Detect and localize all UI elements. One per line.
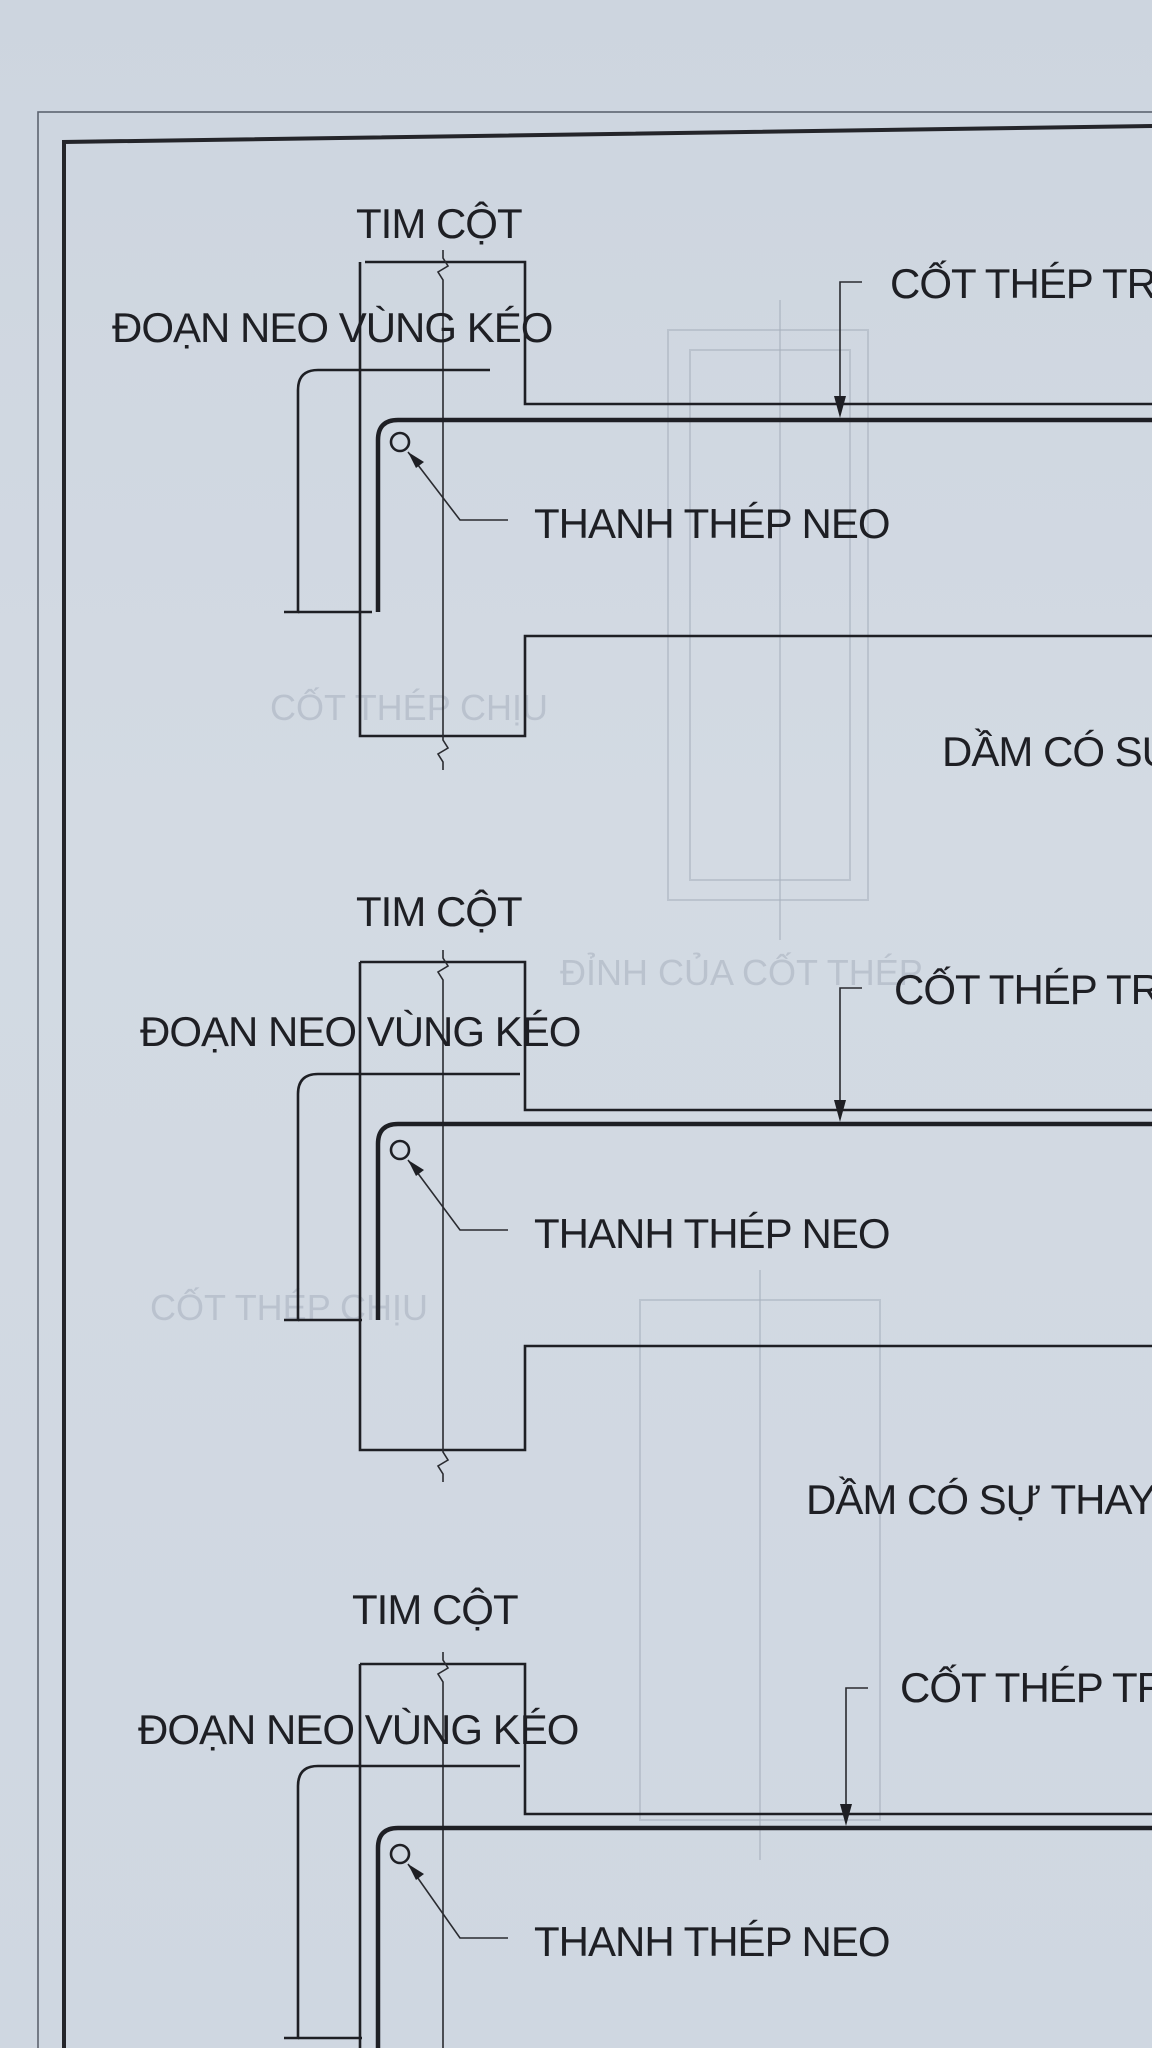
column-outline-bottom xyxy=(358,962,1152,1452)
top-rebar-label: CỐT THÉP TRI xyxy=(900,1663,1152,1711)
svg-text:CỐT THÉP CHỊU: CỐT THÉP CHỊU xyxy=(150,1286,428,1328)
anchor-bar-section xyxy=(389,431,411,453)
anchor-zone-bracket xyxy=(284,368,490,614)
top-rebar-leader xyxy=(845,1687,868,1814)
anchor-bar-leader xyxy=(407,1159,508,1231)
anchor-zone-bracket xyxy=(284,1764,520,2040)
anchor-bar-label: THANH THÉP NEO xyxy=(534,1918,890,1965)
anchor-bar-section xyxy=(389,1139,411,1161)
anchor-bar-arrow xyxy=(408,1160,424,1176)
column-outline xyxy=(360,1662,1152,1816)
anchor-bar-arrow xyxy=(408,452,424,468)
top-rebar-leader xyxy=(839,987,862,1110)
anchor-bar-leader xyxy=(407,451,508,521)
anchorage-detail-3: TIM CỘT ĐOẠN NEO VÙNG KÉO THANH THÉP NEO… xyxy=(138,1586,1152,2048)
page-inner-border xyxy=(62,124,1152,2048)
anchorage-detail-1: TIM CỘT ĐOẠN NEO VÙNG KÉO THANH THÉP NEO… xyxy=(112,200,1152,775)
anchor-bar-arrow xyxy=(408,1864,424,1880)
top-rebar-arrow xyxy=(834,1100,846,1122)
top-rebar-leader xyxy=(839,281,862,404)
column-axis-line xyxy=(436,950,450,1482)
top-rebar-anchored xyxy=(375,1121,1152,1320)
column-axis-line xyxy=(436,1652,450,2048)
column-outline-bottom xyxy=(358,262,1152,738)
anchor-zone-bracket xyxy=(284,1072,520,1322)
column-axis-label: TIM CỘT xyxy=(352,1586,518,1633)
beam-caption: DẦM CÓ SỰ THAY xyxy=(806,1476,1152,1523)
anchorage-detail-2: TIM CỘT ĐOẠN NEO VÙNG KÉO THANH THÉP NEO… xyxy=(140,888,1152,1523)
top-rebar-arrow xyxy=(834,396,846,418)
anchor-bar-label: THANH THÉP NEO xyxy=(534,1210,890,1257)
page-outer-border xyxy=(37,111,1152,2048)
column-axis-label: TIM CỘT xyxy=(356,888,522,935)
column-axis-label: TIM CỘT xyxy=(356,200,522,247)
top-rebar-label: CỐT THÉP TRÊ xyxy=(890,259,1152,307)
top-rebar-anchored xyxy=(375,417,1152,612)
svg-text:CỐT THÉP CHỊU: CỐT THÉP CHỊU xyxy=(270,686,548,728)
column-axis-line xyxy=(436,250,450,770)
anchor-zone-label: ĐOẠN NEO VÙNG KÉO xyxy=(112,304,552,351)
anchor-zone-label: ĐOẠN NEO VÙNG KÉO xyxy=(138,1706,578,1753)
anchor-bar-leader xyxy=(407,1863,508,1939)
top-rebar-arrow xyxy=(840,1804,852,1826)
svg-text:ĐỈNH CỦA CỐT THÉP: ĐỈNH CỦA CỐT THÉP xyxy=(560,951,923,993)
anchor-bar-section xyxy=(389,1843,411,1865)
beam-caption: DẦM CÓ SỰ xyxy=(942,728,1152,775)
anchor-bar-label: THANH THÉP NEO xyxy=(534,500,890,547)
top-rebar-anchored xyxy=(375,1825,1152,2048)
top-rebar-label: CỐT THÉP TRÊ xyxy=(894,965,1152,1013)
anchor-zone-label: ĐOẠN NEO VÙNG KÉO xyxy=(140,1008,580,1055)
